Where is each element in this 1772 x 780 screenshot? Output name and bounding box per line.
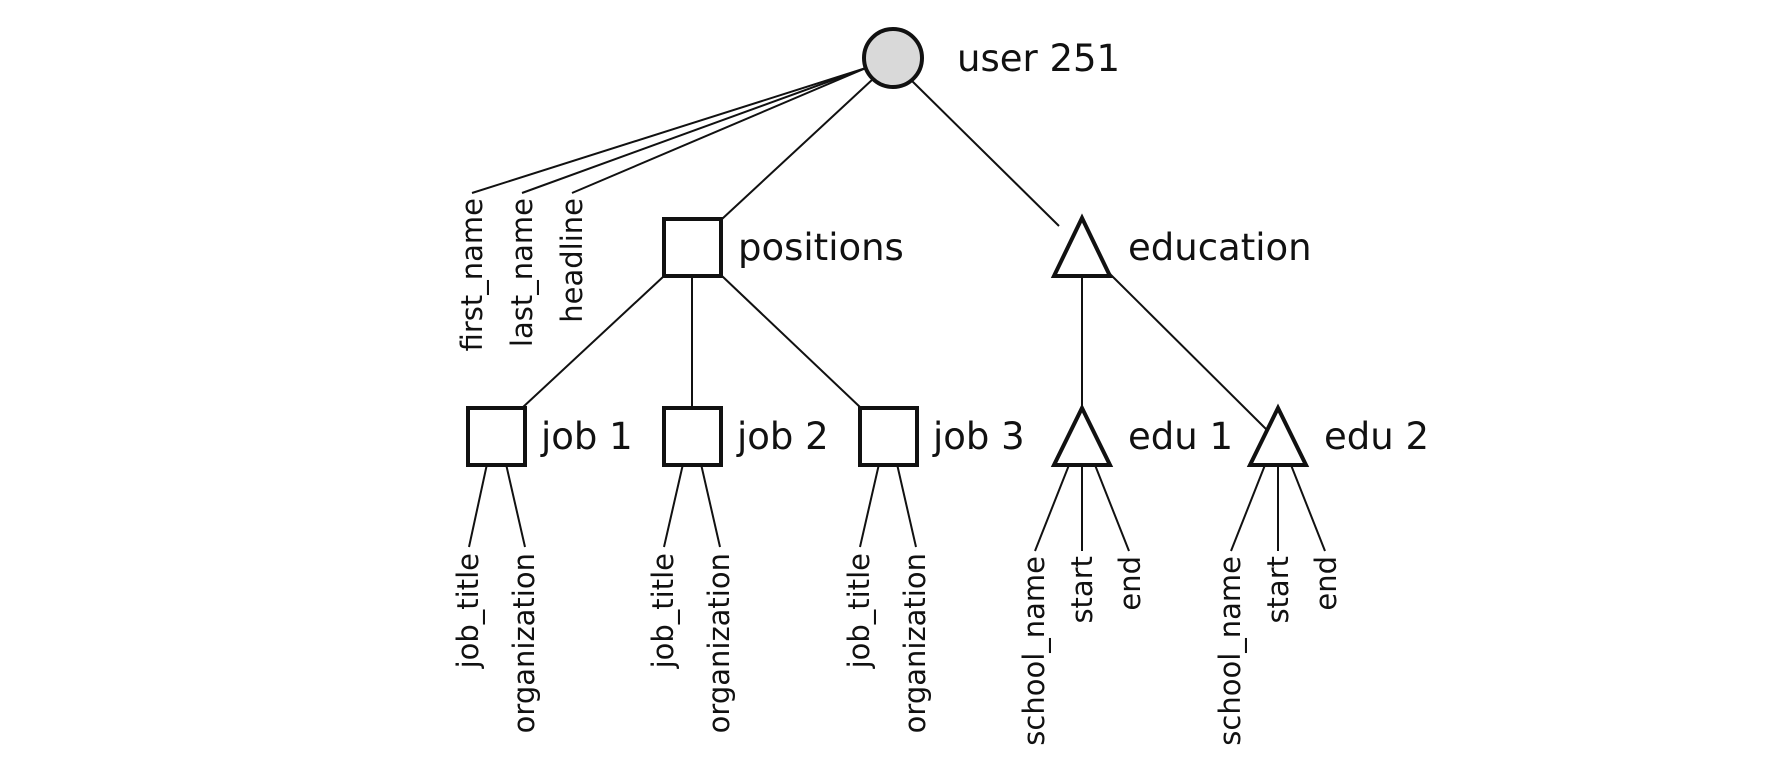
edu1-attr-start: start [1065,556,1099,624]
edge-root-positions [721,78,874,220]
job1-label: job 1 [540,415,633,458]
job1-attr-job-title: job_title [451,553,485,669]
education-node-triangle [1050,213,1114,278]
job3-attr-organization: organization [898,553,932,733]
edge-edu1-school-name [1034,464,1070,552]
education-label: education [1128,226,1312,269]
edge-edu2-school-name [1230,464,1266,552]
edu1-label: edu 1 [1128,415,1233,458]
edge-root-last-name [521,67,867,194]
edge-positions-job3 [721,275,862,409]
root-attr-first-name: first_name [455,198,489,351]
edu1-attr-end: end [1113,556,1147,611]
edu1-node-triangle [1050,403,1114,467]
edge-root-first-name [471,67,867,194]
edu2-attr-start: start [1261,556,1295,624]
edge-edu2-end [1290,464,1326,552]
edu2-node-triangle [1246,403,1310,467]
edge-root-education [909,78,1060,227]
job1-attr-organization: organization [507,553,541,733]
job2-attr-organization: organization [702,553,736,733]
root-node-circle [862,27,924,89]
positions-label: positions [738,226,904,269]
edge-job1-organization [505,463,526,548]
edge-education-edu2 [1107,271,1269,432]
root-attr-last-name: last_name [505,198,539,347]
edge-job1-job-title [468,463,488,548]
edge-job2-organization [700,463,721,548]
job2-attr-job-title: job_title [646,553,680,669]
job2-label: job 2 [736,415,829,458]
edu2-attr-school-name: school_name [1213,556,1247,746]
edge-job3-organization [896,463,917,548]
edge-job3-job-title [859,463,880,548]
edge-job2-job-title [663,463,684,548]
job3-attr-job-title: job_title [842,553,876,669]
root-label: user 251 [957,37,1120,80]
edu2-label: edu 2 [1324,415,1429,458]
job3-label: job 3 [932,415,1025,458]
job1-node-square [466,406,527,467]
edge-positions-job1 [521,275,665,409]
edu1-attr-school-name: school_name [1017,556,1051,746]
job2-node-square [662,406,723,467]
edu2-attr-end: end [1309,556,1343,611]
positions-node-square [662,217,723,278]
job3-node-square [858,406,919,467]
edge-root-headline [571,67,867,194]
root-attr-headline: headline [555,198,589,323]
edge-edu1-end [1094,464,1130,552]
